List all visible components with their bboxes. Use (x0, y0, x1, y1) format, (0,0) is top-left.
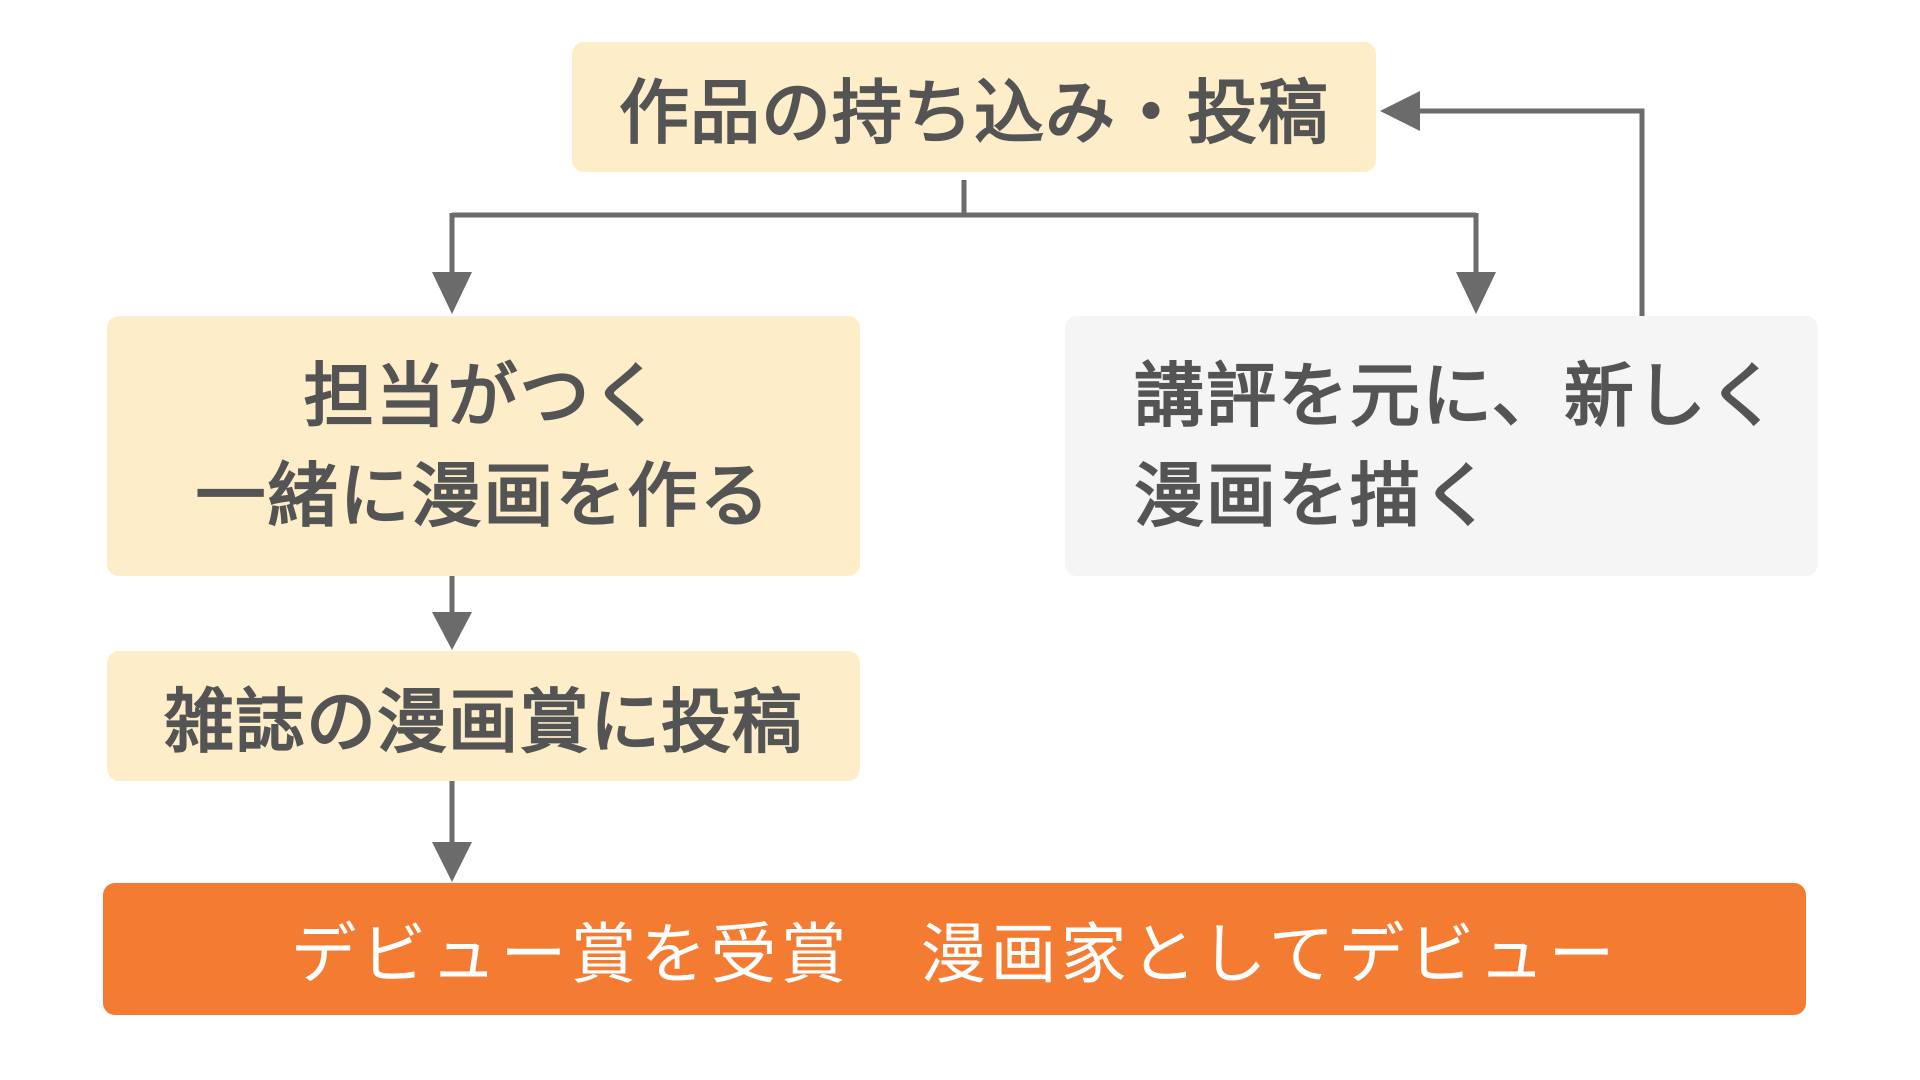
submit-work-label: 作品の持ち込み・投稿 (619, 71, 1329, 154)
editor-assigned-box: 担当がつく 一緒に漫画を作る (107, 316, 860, 576)
critique-redraw-line2: 漫画を描く (1134, 455, 1494, 537)
arrowhead-critique (1456, 272, 1496, 314)
connector-loop-back (1418, 108, 1645, 316)
arrowhead-debut (432, 842, 472, 882)
editor-assigned-line2: 一緒に漫画を作る (195, 455, 772, 537)
critique-redraw-box: 講評を元に、新しく 漫画を描く (1065, 316, 1818, 576)
editor-assigned-line1: 担当がつく (303, 355, 664, 437)
arrowhead-editor (432, 272, 472, 314)
arrowhead-magazine (432, 612, 472, 650)
debut-box: デビュー賞を受賞 漫画家としてデビュー (103, 883, 1806, 1015)
submit-work-box: 作品の持ち込み・投稿 (572, 42, 1376, 172)
magazine-award-box: 雑誌の漫画賞に投稿 (107, 651, 860, 781)
critique-redraw-line1: 講評を元に、新しく (1134, 355, 1780, 437)
arrowhead-loop (1380, 91, 1420, 131)
debut-label: デビュー賞を受賞 漫画家としてデビュー (290, 916, 1619, 993)
magazine-award-label: 雑誌の漫画賞に投稿 (164, 680, 803, 763)
